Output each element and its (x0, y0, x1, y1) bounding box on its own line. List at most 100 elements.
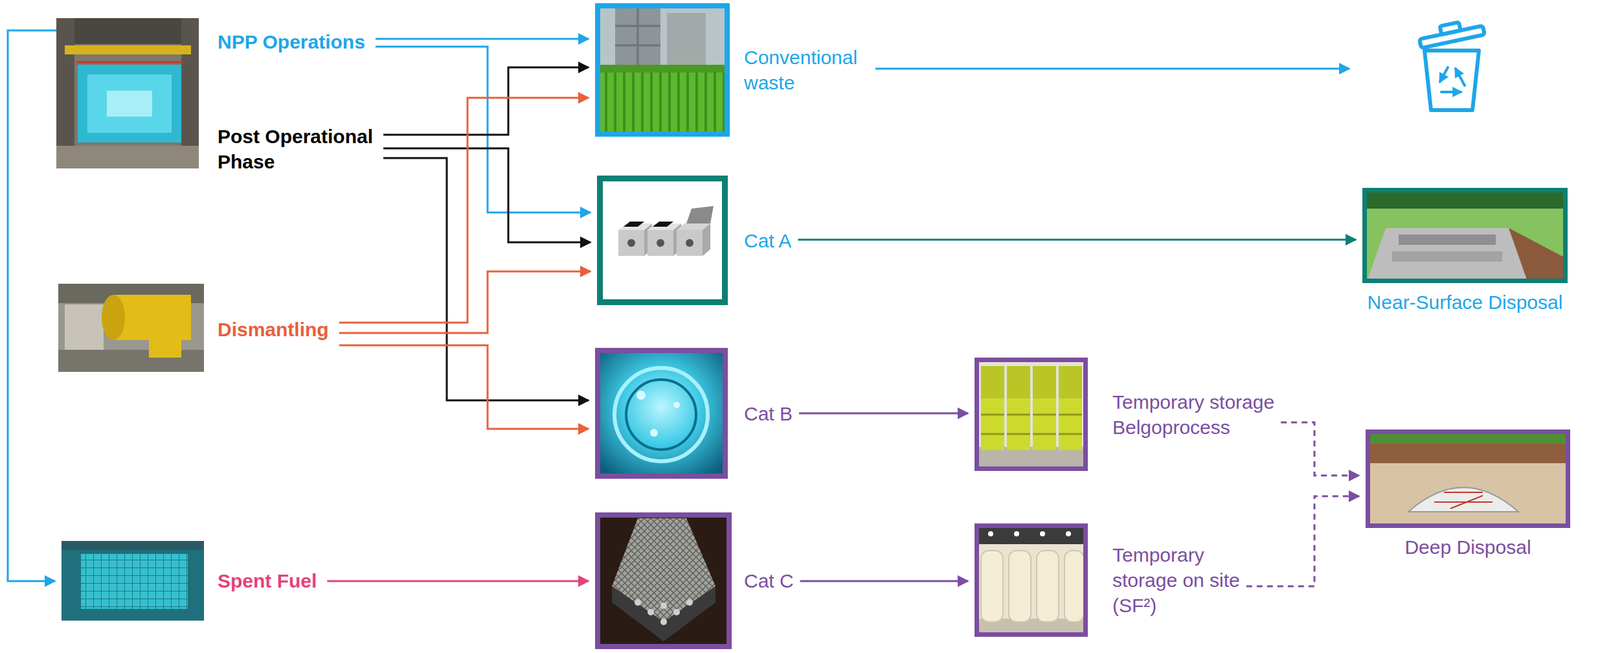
cat-a-drums-illustration-part (652, 221, 674, 227)
flow-arrow (800, 580, 969, 583)
fuel-assembly-photo-part (647, 608, 654, 616)
label-holder: Cat C (743, 567, 939, 594)
label-holder: Cat B (743, 400, 939, 427)
dismantling-photo-part (101, 294, 125, 340)
spent-fuel-pool-photo-part (61, 540, 204, 550)
reactor-hall-photo-part (77, 64, 182, 143)
flow-arrow (326, 580, 589, 583)
cat-b-underwater-photo-part (650, 428, 658, 437)
recycle-bin-icon-part (1424, 50, 1479, 111)
storage-label: Temporary storage Belgoprocess (1112, 389, 1307, 440)
fuel-assembly-photo-part (660, 618, 667, 625)
deep-repository-illustration-part (1434, 492, 1493, 509)
cat-b-underwater-photo-part (595, 347, 728, 479)
reactor-hall-photo-part (76, 61, 183, 64)
cat-a-drums-illustration-part (656, 238, 665, 247)
flow-arrow (375, 38, 589, 41)
cat-b-underwater-photo-part (673, 401, 680, 408)
flow-arrow (1280, 422, 1360, 476)
cask-store-photo (974, 523, 1088, 637)
label-holder: NPP Operations (217, 29, 490, 55)
conventional-waste-photo-part (595, 64, 730, 73)
cat-b-underwater-photo (595, 347, 728, 479)
dismantling-photo-part (64, 304, 104, 357)
near-surface-facility-illustration (1362, 187, 1568, 283)
category-label: Cat A (743, 227, 939, 254)
recycle-bin-icon-part (1440, 22, 1461, 35)
cask-store-photo-part (1039, 530, 1046, 537)
disposal-route-arrow (875, 68, 1350, 70)
disposal-box: Deep Disposal (1365, 429, 1571, 560)
source-node: Dismantling (217, 310, 337, 348)
category-label: Conventional waste (743, 44, 874, 96)
cask-store-photo-part (1064, 550, 1084, 622)
cat-a-drums-illustration-part (618, 229, 645, 256)
flow-arrow (1246, 495, 1360, 586)
drum-store-photo-part (974, 357, 1088, 471)
photo-frame (595, 347, 728, 479)
drum-store-photo-part (1032, 398, 1057, 451)
reactor-hall-photo-part (56, 18, 199, 169)
source-label: Post Operational Phase (217, 123, 412, 175)
cask-store-photo-part (980, 550, 1003, 622)
flow-arrow (339, 97, 589, 323)
drum-store-photo-part (1058, 398, 1082, 451)
category-label: Cat C (743, 567, 939, 594)
reactor-hall-photo-part (56, 145, 199, 169)
cat-a-drums-illustration-part (702, 223, 711, 256)
cat-b-underwater-photo-part (614, 367, 708, 462)
deep-repository-illustration-part (1365, 429, 1571, 528)
reactor-hall-photo (56, 18, 199, 169)
conventional-waste-photo-part (595, 64, 730, 137)
disposal-box: Near-Surface Disposal (1362, 187, 1568, 315)
storage-box: Temporary storage on site (SF²) (974, 523, 1244, 637)
label-holder: Temporary storage Belgoprocess (1112, 389, 1307, 440)
cat-a-drums-illustration-part (686, 205, 714, 224)
disposal-label: Near-Surface Disposal (1335, 289, 1595, 315)
disposal-label: Deep Disposal (1338, 534, 1598, 560)
flow-arrow (383, 67, 589, 135)
cat-b-underwater-photo-part (626, 379, 697, 450)
near-surface-facility-illustration-part (1392, 251, 1503, 262)
photo-frame (974, 523, 1088, 637)
conventional-waste-photo-part (615, 3, 661, 75)
reactor-hall-photo-part (106, 90, 153, 117)
recycle-bin-icon-part (1440, 67, 1448, 82)
category-label: Cat B (743, 400, 939, 427)
deep-repository-illustration (1365, 429, 1571, 528)
recycle-bin-icon-part (1441, 90, 1461, 94)
deep-repository-illustration-part (1365, 443, 1571, 463)
spent-fuel-pool-photo-part (80, 553, 188, 609)
fuel-assembly-photo-part (686, 598, 693, 606)
cat-a-drums-illustration-part (676, 229, 703, 256)
cat-a-drums-illustration-part (597, 175, 728, 305)
drum-store-photo-part (980, 414, 1082, 434)
source-label: NPP Operations (217, 29, 490, 55)
dismantling-photo-part (58, 283, 204, 372)
source-label: Spent Fuel (217, 567, 490, 594)
label-holder: Deep Disposal (1338, 534, 1598, 560)
flow-arrow (383, 148, 591, 243)
cask-store-photo-part (1008, 550, 1031, 622)
cat-a-drums-illustration-part (685, 238, 694, 247)
flow-arrow (383, 157, 589, 401)
near-surface-facility-illustration-part (1508, 227, 1568, 283)
reactor-hall-photo-part (56, 18, 199, 45)
waste-category-box: Cat C (595, 512, 798, 649)
cask-store-photo-part (988, 530, 994, 537)
near-surface-facility-illustration-part (1362, 187, 1568, 283)
spent-fuel-pool-photo-part (61, 540, 204, 621)
flow-arrow (339, 271, 591, 333)
photo-frame (1365, 429, 1571, 528)
source-label: Dismantling (217, 316, 490, 342)
cask-store-photo-part (1014, 530, 1020, 537)
waste-category-box: Cat A (597, 175, 796, 305)
dismantling-photo-part (148, 338, 182, 358)
label-holder: Post Operational Phase (217, 123, 412, 175)
flow-arrow (7, 30, 57, 581)
fuel-assembly-photo-part (611, 585, 716, 642)
reactor-hall-photo-part (64, 45, 192, 55)
recycle-bin-icon (1417, 17, 1485, 111)
flow-arrow (375, 46, 591, 213)
flow-arrow (339, 345, 589, 429)
